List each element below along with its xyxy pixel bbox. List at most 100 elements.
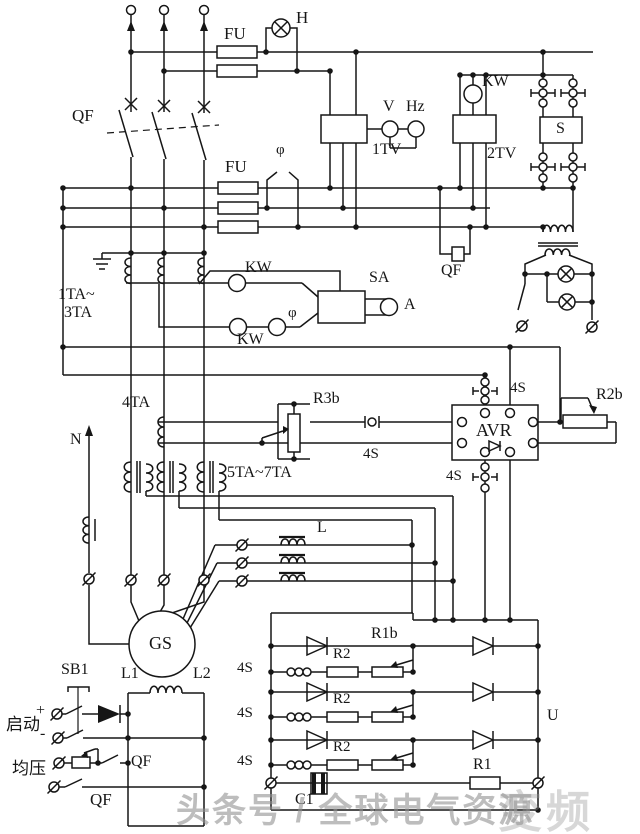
label-4s-1: 4S	[237, 660, 253, 676]
label-sa: SA	[369, 269, 390, 286]
label-equalize: 均压	[12, 759, 46, 778]
label-4s-2: 4S	[237, 705, 253, 721]
transformer-2tv	[452, 114, 497, 144]
main-breaker-qf	[124, 97, 211, 114]
label-1ta: 1TA~	[58, 286, 95, 303]
label-meter-hz: Hz	[406, 98, 425, 115]
fuse-fu-mid-1	[217, 181, 259, 195]
watermark-overlay: 变频器	[498, 788, 594, 834]
label-r1: R1	[473, 756, 492, 773]
label-r2-3: R2	[333, 739, 351, 755]
qf-trip-coil	[451, 246, 465, 262]
label-4s-r3b: 4S	[363, 446, 379, 462]
kw-meter-top	[463, 84, 483, 104]
field-diodes	[306, 635, 495, 751]
label-avr: AVR	[476, 420, 512, 440]
rheostat-r3b	[283, 413, 301, 453]
fuse-fu-top-1	[216, 45, 258, 59]
label-c1: C1	[295, 791, 314, 808]
indicator-lamps	[557, 265, 576, 311]
fuse-fu-mid-2	[217, 201, 259, 215]
label-s-box: S	[556, 120, 565, 137]
label-l1: L1	[121, 665, 139, 682]
label-phi-mid: φ	[276, 142, 285, 158]
plug-4s-bottom	[472, 462, 498, 493]
capacitor-c1	[310, 772, 328, 795]
label-choke-l: L	[317, 519, 327, 536]
avr-box	[451, 404, 539, 461]
label-lamp-h: H	[296, 8, 309, 27]
kw-meter-row2	[228, 317, 248, 337]
phase2-terminal	[158, 4, 170, 16]
label-fu-mid: FU	[225, 157, 247, 176]
label-r1b: R1b	[371, 625, 398, 642]
freq-meter	[407, 120, 425, 138]
label-fu-top: FU	[224, 24, 246, 43]
label-phi-row2: φ	[288, 305, 297, 321]
label-1tv: 1TV	[372, 141, 402, 158]
label-4ta: 4TA	[122, 394, 151, 411]
rheostat-r2b	[562, 405, 608, 429]
components	[46, 4, 608, 795]
ct-1ta-3ta	[124, 257, 205, 285]
label-r2-2: R2	[333, 691, 351, 707]
label-r3b: R3b	[313, 390, 340, 407]
label-r2-1: R2	[333, 646, 351, 662]
ammeter	[379, 297, 399, 317]
label-kw-top: KW	[482, 73, 509, 90]
label-meter-v: V	[383, 98, 395, 115]
start-diode	[98, 705, 120, 723]
junction-dots	[60, 49, 595, 813]
ct-4ta	[157, 416, 165, 448]
phase3-terminal	[198, 4, 210, 16]
ct-5ta-7ta	[123, 461, 227, 493]
signal-lamp-h	[271, 18, 291, 38]
label-minus: -	[40, 725, 46, 742]
voltmeter	[381, 120, 399, 138]
kw-meter-row1	[227, 273, 247, 293]
fuse-fu-top-2	[216, 64, 258, 78]
label-a-meter: A	[404, 296, 416, 313]
ground-symbol	[93, 258, 111, 270]
aux-transformer	[538, 224, 578, 256]
label-3ta: 3TA	[64, 304, 93, 321]
plug-4s-r3b	[364, 416, 380, 428]
transformer-1tv	[320, 114, 368, 144]
plug-connectors-s	[530, 78, 586, 183]
phase1-terminal	[125, 4, 137, 16]
sync-device-s	[539, 116, 583, 144]
label-4s-top: 4S	[510, 380, 526, 396]
label-kw-row2: KW	[237, 331, 264, 348]
label-qf-low: QF	[90, 790, 112, 809]
fuse-fu-mid-3	[217, 220, 259, 234]
label-qf-main: QF	[72, 106, 94, 125]
field-coil-l1-l2	[149, 685, 183, 694]
label-l2: L2	[193, 665, 211, 682]
label-qf-eq: QF	[131, 753, 152, 770]
label-kw-row1: KW	[245, 259, 272, 276]
label-r2b: R2b	[596, 386, 623, 403]
field-resistors	[326, 661, 404, 771]
label-5ta-7ta: 5TA~7TA	[227, 464, 292, 481]
generator-gs	[128, 610, 196, 678]
label-qf-trip: QF	[441, 262, 462, 279]
phi-meter-row2	[267, 317, 287, 337]
selector-switch-sa	[317, 290, 366, 324]
label-u: U	[547, 707, 559, 724]
n-line-ct	[82, 425, 96, 544]
label-4s-bot: 4S	[446, 468, 462, 484]
label-n: N	[70, 431, 82, 448]
connector-4s-rows	[286, 667, 312, 770]
label-start: 启动	[6, 715, 40, 734]
plug-terminals	[46, 318, 600, 795]
resistor-r1	[469, 776, 501, 790]
label-4s-3: 4S	[237, 753, 253, 769]
plug-4s-top	[472, 377, 498, 405]
choke-l-group	[279, 535, 306, 582]
label-plus: +	[36, 702, 46, 719]
label-2tv: 2TV	[487, 145, 517, 162]
equalize-rheostat	[71, 751, 91, 769]
watermark-text: 头条号 / 全球电气资源	[176, 792, 535, 830]
